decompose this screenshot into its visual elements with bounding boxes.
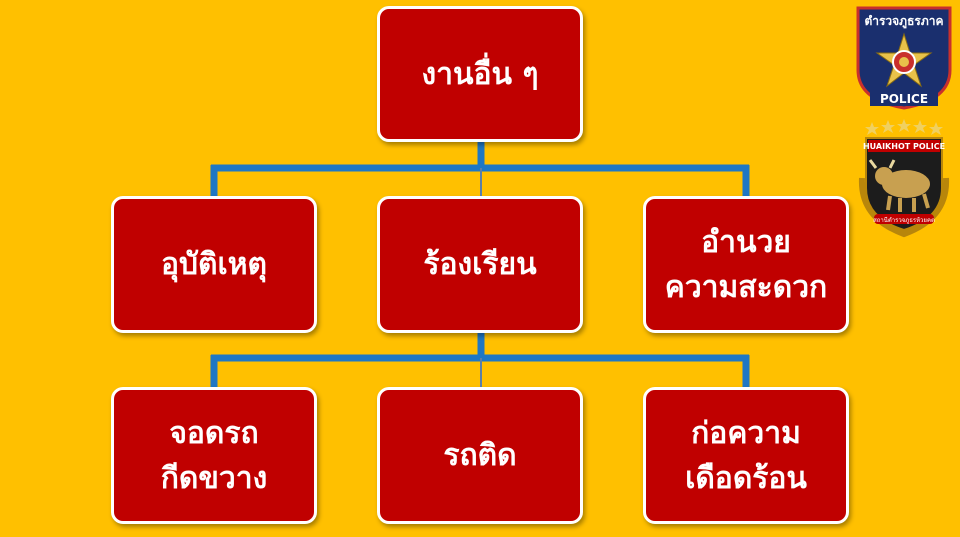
parking-label-line2: กีดขวาง xyxy=(160,460,268,496)
facilitate-box: อำนวย ความสะดวก xyxy=(643,196,849,333)
traffic-label: รถติด xyxy=(443,438,517,473)
police-badge-logo: ตำรวจภูธรภาค POLICE xyxy=(856,6,952,110)
nuisance-label-line1: ก่อความ xyxy=(691,415,801,451)
accident-box: อุบัติเหตุ xyxy=(111,196,317,333)
complaint-box: ร้องเรียน xyxy=(377,196,583,333)
root-box: งานอื่น ๆ xyxy=(377,6,583,142)
bull-icon xyxy=(868,159,930,212)
root-label: งานอื่น ๆ xyxy=(421,56,539,92)
accident-label: อุบัติเหตุ xyxy=(160,247,268,282)
complaint-label: ร้องเรียน xyxy=(423,247,537,282)
traffic-box: รถติด xyxy=(377,387,583,524)
facilitate-label-line1: อำนวย xyxy=(701,224,791,260)
nuisance-box: ก่อความ เดือดร้อน xyxy=(643,387,849,524)
huaikhot-emblem-logo: HUAIKHOT POLICE สถานีตำรวจภูธรห้วยคต xyxy=(858,119,950,238)
nuisance-label-line2: เดือดร้อน xyxy=(685,460,807,496)
parking-box: จอดรถ กีดขวาง xyxy=(111,387,317,524)
rank-stars-icon xyxy=(865,119,943,135)
emblem-bottom-text: สถานีตำรวจภูธรห้วยคต xyxy=(873,216,935,224)
facilitate-label-line2: ความสะดวก xyxy=(664,269,828,305)
emblem-top-text: HUAIKHOT POLICE xyxy=(863,142,945,151)
badge-top-text: ตำรวจภูธรภาค xyxy=(864,14,943,29)
badge-bottom-text: POLICE xyxy=(880,92,928,106)
parking-label-line1: จอดรถ xyxy=(169,415,259,451)
